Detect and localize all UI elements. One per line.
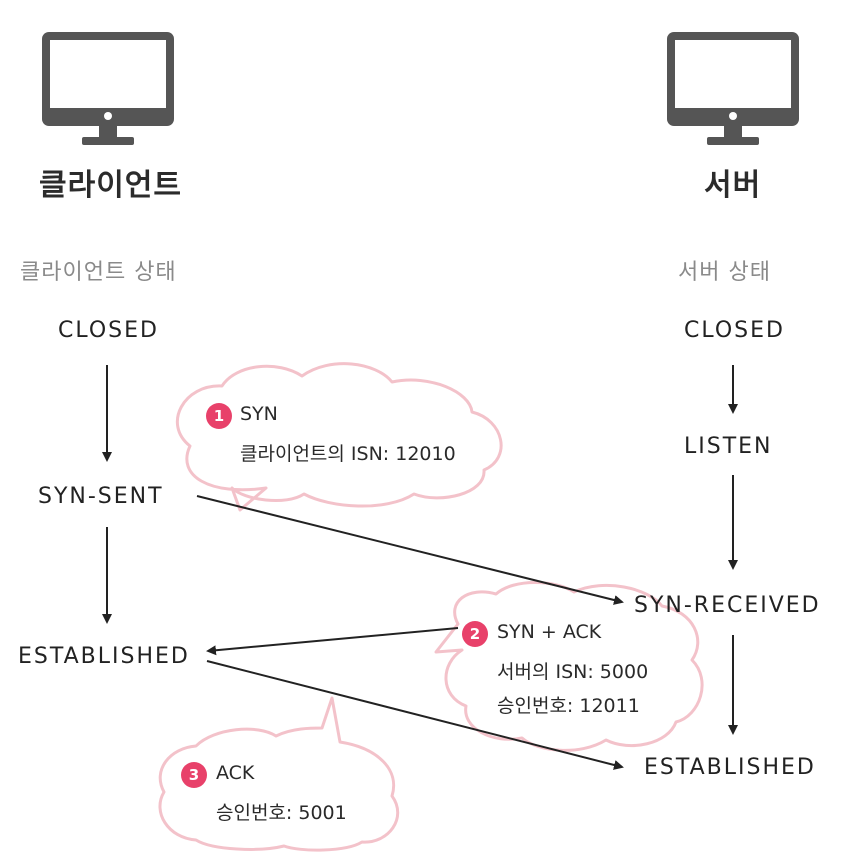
server-state-listen: LISTEN bbox=[684, 434, 773, 459]
message-3-line-2: 승인번호: 5001 bbox=[216, 802, 347, 824]
client-status-label: 클라이언트 상태 bbox=[20, 260, 177, 285]
message-3-bubble bbox=[158, 696, 400, 852]
server-status-label: 서버 상태 bbox=[678, 260, 771, 285]
server-state-established: ESTABLISHED bbox=[644, 755, 816, 780]
message-1-line-1: SYN bbox=[240, 403, 278, 425]
server-state-syn-received: SYN-RECEIVED bbox=[634, 593, 821, 618]
message-3-line-1: ACK bbox=[216, 762, 255, 784]
client-title: 클라이언트 bbox=[39, 168, 182, 203]
message-2-line-1: SYN + ACK bbox=[497, 621, 602, 643]
server-title: 서버 bbox=[704, 168, 762, 203]
message-1-arrow bbox=[196, 495, 624, 605]
message-2-line-3: 승인번호: 12011 bbox=[497, 695, 640, 717]
message-2-line-2: 서버의 ISN: 5000 bbox=[497, 661, 649, 683]
client-state-established: ESTABLISHED bbox=[18, 644, 190, 669]
message-3-number-badge: 3 bbox=[181, 762, 207, 788]
client-monitor-icon bbox=[42, 32, 174, 145]
message-3-arrow bbox=[206, 660, 624, 770]
client-state-syn-sent: SYN-SENT bbox=[38, 484, 164, 509]
message-1-line-2: 클라이언트의 ISN: 12010 bbox=[240, 443, 456, 465]
message-2-number-badge: 2 bbox=[462, 621, 488, 647]
message-1-number-badge: 1 bbox=[206, 403, 232, 429]
server-state-closed: CLOSED bbox=[684, 318, 785, 343]
server-monitor-icon bbox=[667, 32, 799, 145]
message-2-bubble bbox=[434, 581, 704, 752]
message-2-arrow bbox=[206, 627, 459, 656]
client-state-closed: CLOSED bbox=[58, 318, 159, 343]
message-1-bubble bbox=[176, 362, 503, 512]
